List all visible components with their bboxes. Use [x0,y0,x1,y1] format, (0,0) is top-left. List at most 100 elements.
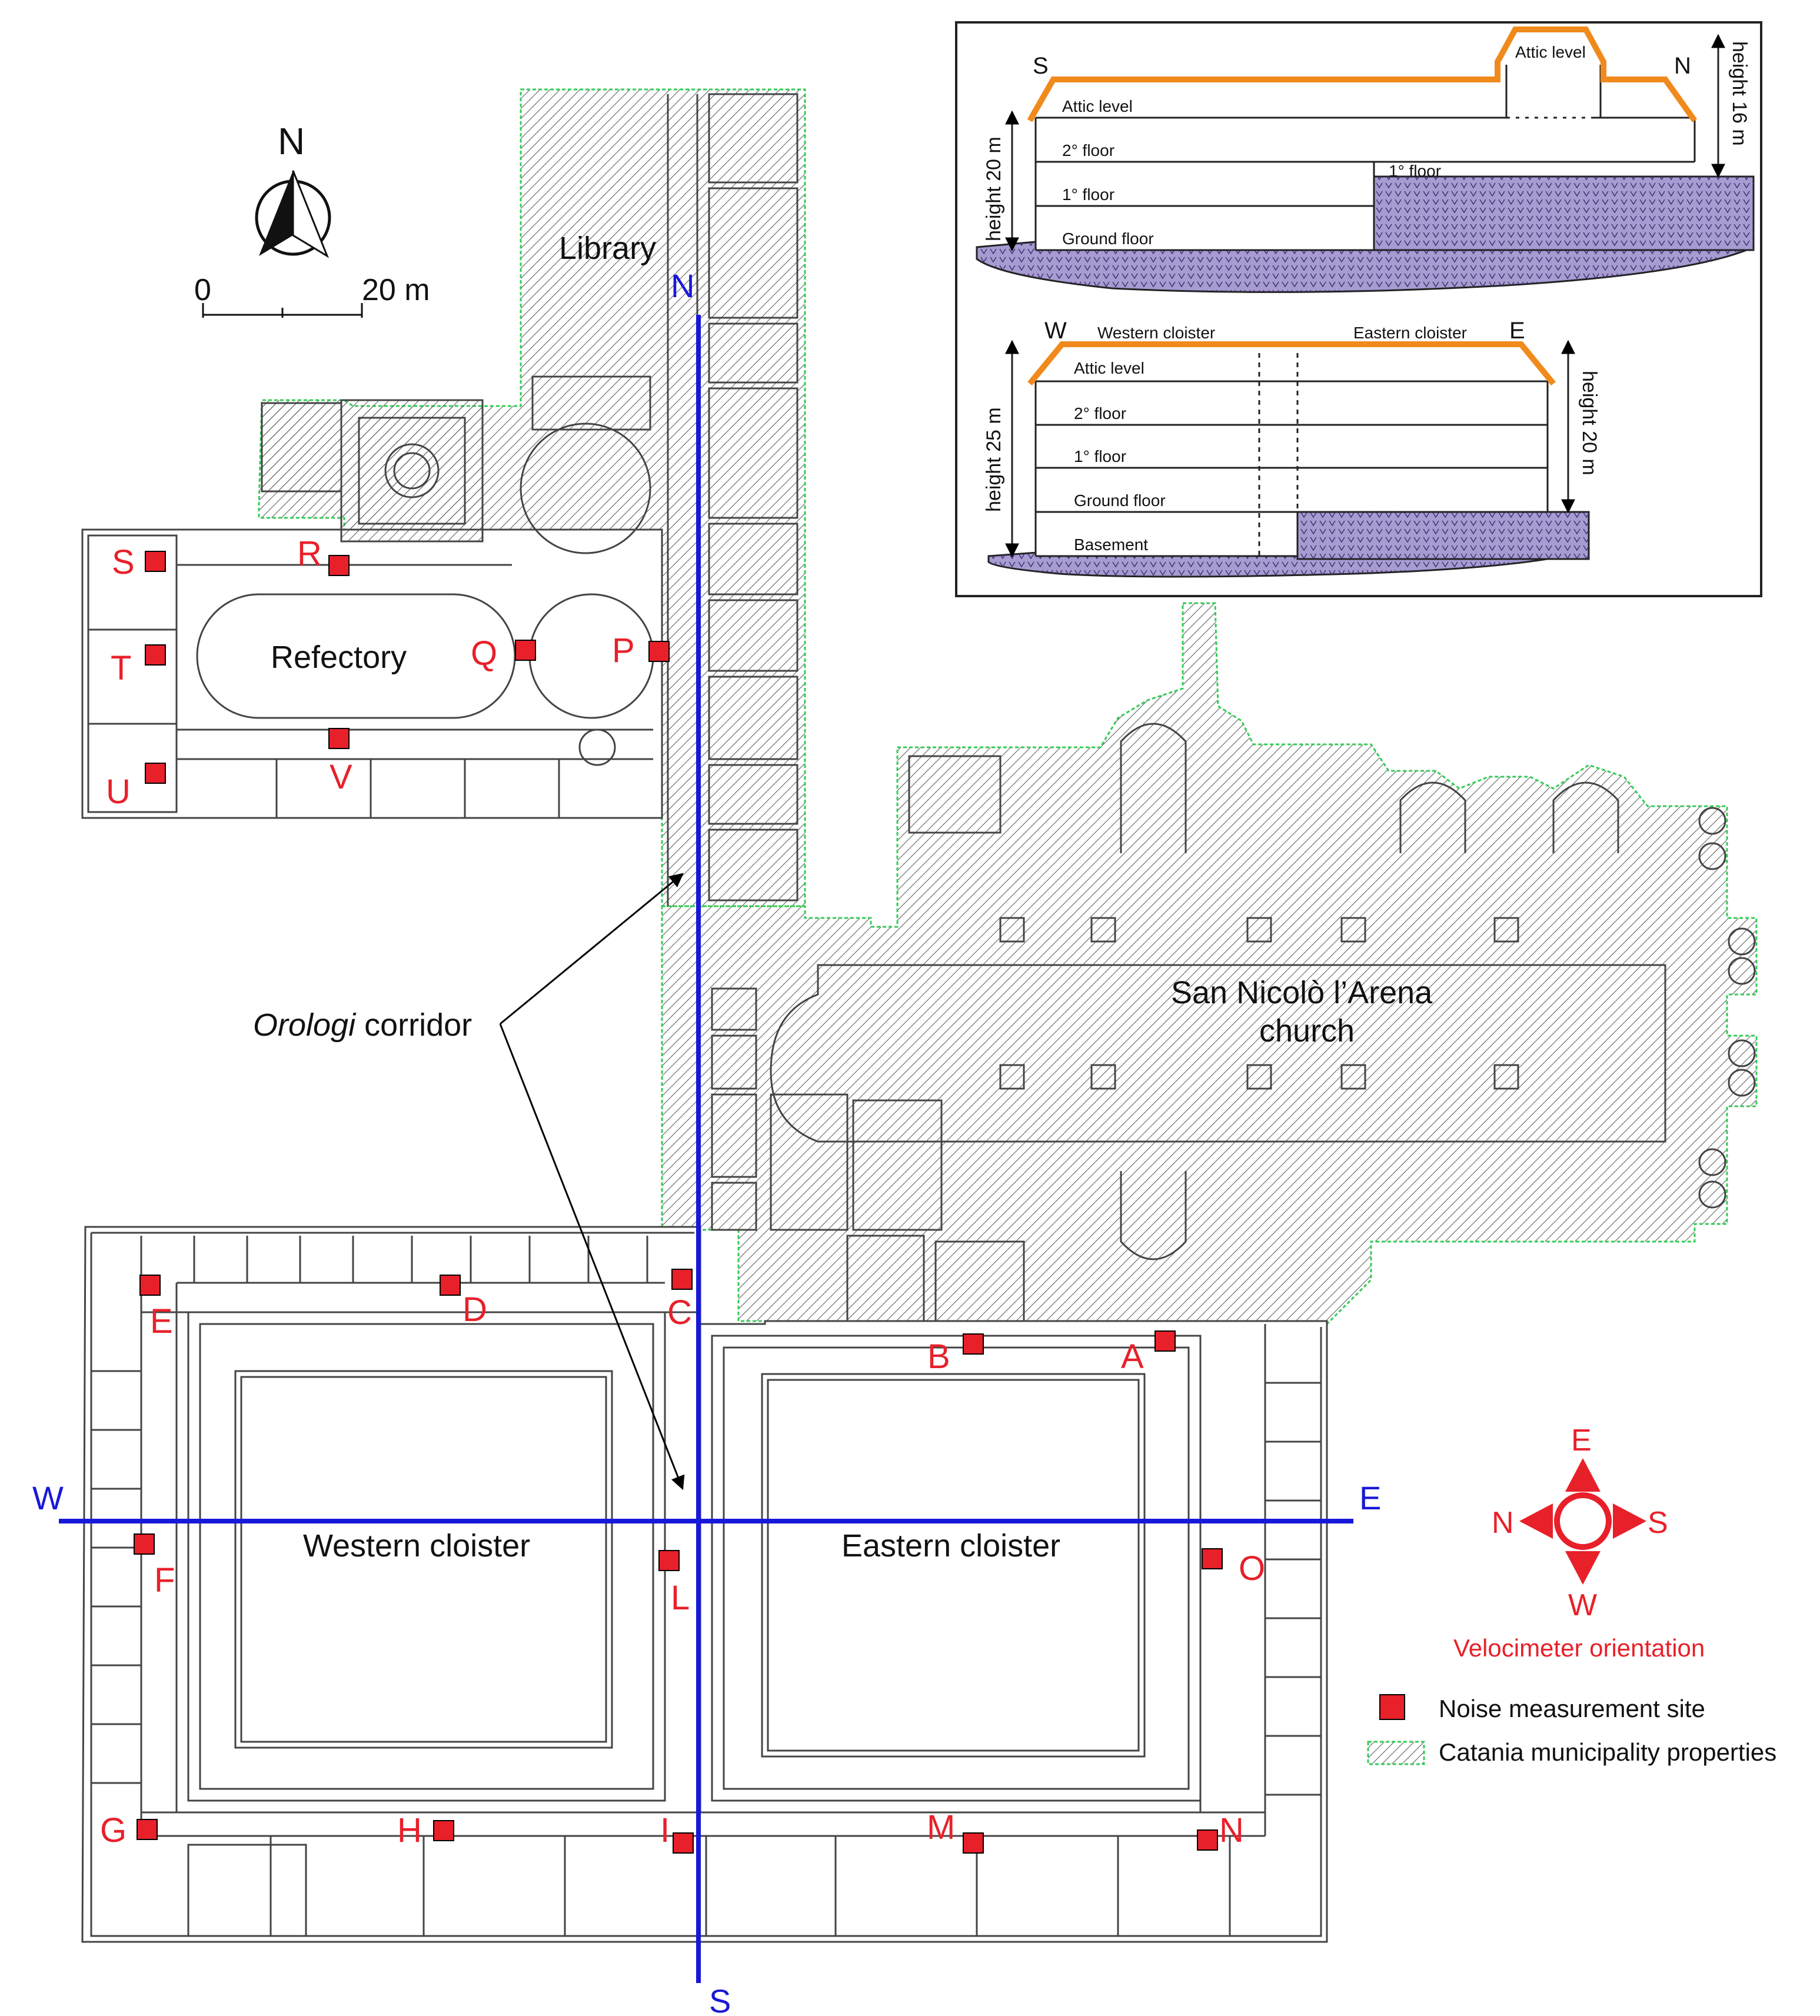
section-we-eastern: Eastern cloister [1353,324,1467,342]
section-ns-height-left: height 20 m [983,137,1005,241]
site-label-G: G [100,1811,127,1849]
site-marker-M [963,1832,984,1854]
scale-bar: 0 20 m [194,273,430,318]
legend-noise-swatch [1379,1694,1405,1720]
site-label-U: U [106,773,131,811]
noise-sites [134,551,1223,1854]
legend-property-label: Catania municipality properties [1439,1738,1776,1766]
site-marker-B [963,1333,984,1355]
site-marker-P [648,641,670,662]
site-label-L: L [671,1579,690,1617]
site-marker-D [440,1275,461,1296]
section-we-ground: Ground floor [1074,491,1166,510]
section-ns-floor1-right: 1° floor [1389,162,1441,180]
section-ns-height-right: height 16 m [1728,41,1751,146]
site-marker-C [671,1269,693,1290]
site-label-M: M [927,1808,955,1847]
corridor-label: Orologi corridor [253,1007,472,1043]
section-ns-roof [1027,26,1698,122]
site-label-P: P [612,631,635,670]
axis-labels: N S W E [32,267,1381,2016]
cloisters-building [81,1226,1328,1943]
site-label-E: E [150,1302,173,1340]
site-label-I: I [660,1811,670,1849]
corridor-label-rest: corridor [355,1007,472,1043]
site-label-A: A [1121,1338,1144,1376]
axis-label-e: E [1359,1479,1381,1516]
section-ns-attic: Attic level [1062,97,1133,115]
section-we-attic: Attic level [1074,359,1144,377]
corridor-label-italic: Orologi [253,1007,357,1043]
site-marker-A [1154,1330,1176,1352]
section-we-basement: Basement [1074,535,1148,554]
compass-e: E [1571,1423,1592,1458]
section-axes [59,315,1353,1983]
section-we-height-right: height 20 m [1578,371,1601,475]
site-label-V: V [330,758,352,796]
site-marker-U [145,763,166,784]
site-labels: A B C D E F G H I L M N O P Q R S T U V [100,534,1265,1849]
north-arrow-label: N [278,120,305,162]
site-marker-V [328,728,350,749]
refectory-label: Refectory [271,640,407,675]
section-we-floor2: 2° floor [1074,404,1126,423]
church-label-line2: church [1259,1013,1355,1049]
place-labels: Library Refectory San Nicolò l’Arena chu… [253,231,1433,1563]
section-ns-n: N [1674,53,1691,79]
site-marker-I [673,1832,694,1854]
site-marker-E [139,1275,161,1296]
compass-w: W [1568,1588,1597,1622]
site-marker-Q [515,640,536,661]
site-label-D: D [463,1290,487,1329]
site-label-H: H [397,1811,422,1849]
western-cloister-label: Western cloister [303,1528,530,1563]
scale-end-label: 20 m [362,273,430,307]
site-label-B: B [927,1338,950,1376]
axis-label-s: S [709,1982,731,2016]
section-ns: S N Attic level Attic level 2° floor 1° … [976,26,1755,293]
site-marker-F [134,1533,155,1555]
church-label-line1: San Nicolò l’Arena [1171,975,1433,1010]
site-label-R: R [297,534,322,573]
site-marker-S [145,551,166,572]
section-we-roof [1027,341,1556,386]
north-arrow: N [255,120,331,258]
section-ns-floor1: 1° floor [1062,185,1114,204]
site-marker-N [1197,1829,1218,1851]
site-label-T: T [111,649,131,687]
refectory-building [81,399,663,819]
site-marker-G [137,1819,158,1840]
legend-property-swatch [1367,1741,1425,1765]
site-label-S: S [112,543,135,581]
church-structure [711,723,1756,1325]
legend: Noise measurement site Catania municipal… [1367,1694,1776,1766]
site-label-C: C [667,1293,692,1332]
section-ns-ground: Ground floor [1062,229,1154,248]
north-arrow-needle-light [292,170,330,258]
axis-label-n: N [671,267,694,304]
section-we-western: Western cloister [1097,324,1215,342]
site-label-O: O [1239,1549,1265,1588]
corridor-arrows [499,873,685,1491]
section-we-height-left: height 25 m [983,407,1005,512]
compass-n: N [1492,1506,1514,1540]
legend-noise-label: Noise measurement site [1439,1695,1705,1722]
sections-inset: S N Attic level Attic level 2° floor 1° … [955,21,1762,597]
eastern-cloister-label: Eastern cloister [841,1528,1060,1563]
section-ns-s: S [1033,53,1049,79]
site-marker-O [1202,1548,1223,1569]
compass-caption: Velocimeter orientation [1453,1634,1705,1662]
axis-label-w: W [32,1479,64,1516]
site-label-N: N [1219,1811,1244,1849]
scale-start-label: 0 [194,273,211,307]
site-marker-T [145,644,166,666]
site-label-F: F [154,1561,175,1599]
site-label-Q: Q [471,634,497,673]
section-we-floor1: 1° floor [1074,447,1126,465]
church-area [661,602,1758,1325]
section-we-w: W [1044,318,1067,344]
velocimeter-compass: E N S W Velocimeter orientation [1453,1423,1705,1662]
library-label: Library [559,231,656,266]
site-marker-H [433,1820,454,1841]
